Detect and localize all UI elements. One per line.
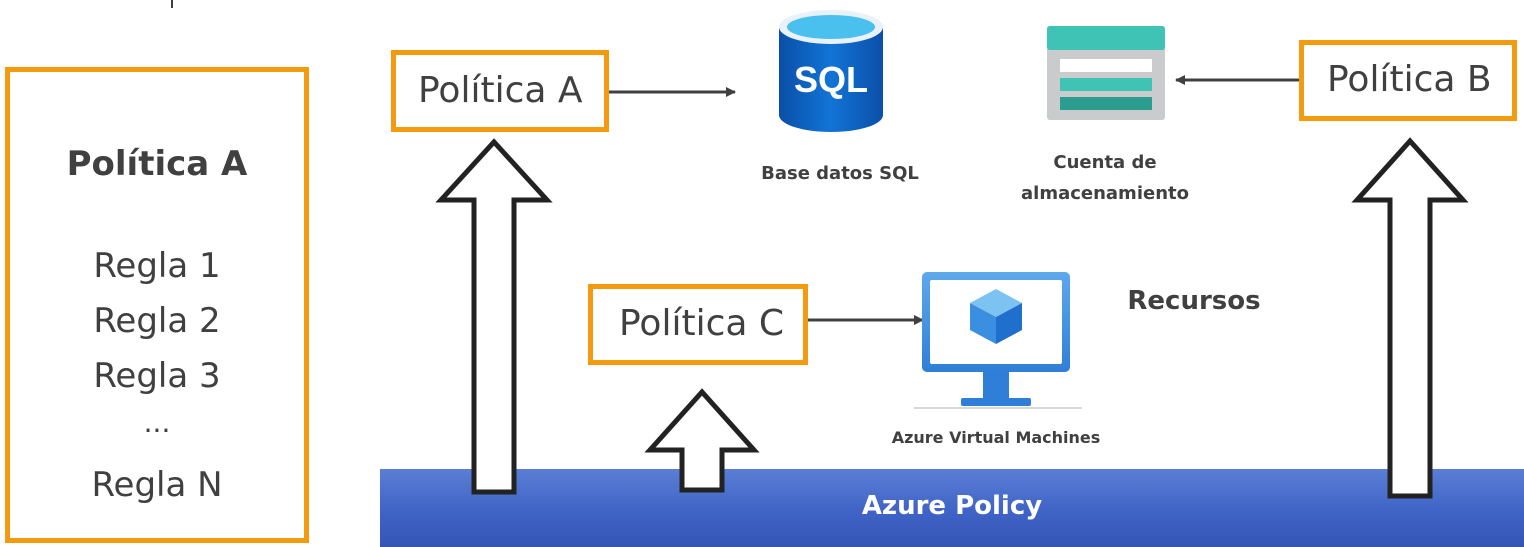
policy-definition-panel: Política A Regla 1 Regla 2 Regla 3 ... R…	[5, 67, 309, 543]
policy-c-label: Política C	[619, 303, 785, 344]
policy-b-box: Política B	[1299, 40, 1517, 121]
rule-item-ellipsis: ...	[143, 406, 171, 439]
rule-item-1: Regla 1	[93, 246, 221, 286]
sql-database-icon: SQL	[779, 10, 883, 132]
policy-definition-title: Política A	[66, 144, 248, 184]
rule-item-2: Regla 2	[93, 301, 221, 341]
azure-vm-label: Azure Virtual Machines	[891, 428, 1101, 447]
policy-c-box: Política C	[588, 284, 808, 365]
policy-b-label: Política B	[1327, 59, 1492, 100]
storage-account-label-line1: Cuenta de	[1053, 152, 1157, 173]
policy-a-label: Política A	[418, 70, 583, 111]
up-arrow-icon	[435, 138, 553, 495]
sql-database-label: Base datos SQL	[761, 163, 919, 184]
resources-title: Recursos	[1127, 286, 1261, 316]
up-arrow-icon	[644, 388, 760, 493]
policy-a-box: Política A	[391, 50, 609, 132]
rule-item-n: Regla N	[91, 465, 223, 505]
top-divider-mark	[171, 0, 173, 8]
azure-policy-label: Azure Policy	[861, 491, 1043, 521]
rule-item-3: Regla 3	[93, 356, 221, 396]
azure-policy-bar: Azure Policy	[380, 469, 1524, 547]
up-arrow-icon	[1351, 137, 1469, 499]
sql-icon-text: SQL	[794, 59, 868, 100]
storage-account-label-line2: almacenamiento	[1021, 183, 1189, 204]
virtual-machine-icon	[914, 272, 1082, 409]
storage-account-icon	[1047, 26, 1165, 120]
